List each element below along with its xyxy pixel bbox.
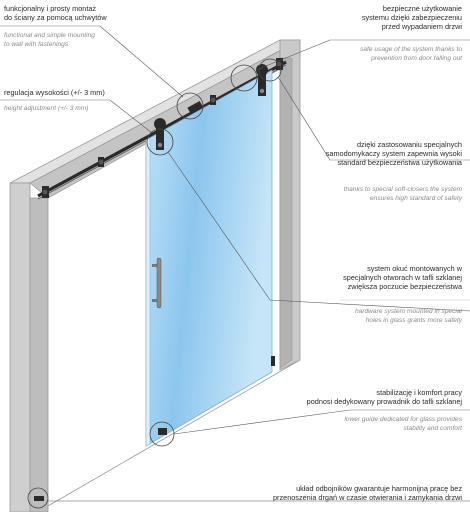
frame-front-left <box>9 182 31 512</box>
callout-fastening-pl: funkcjonalny i prosty montaż do ściany z… <box>4 4 107 22</box>
roller-arm <box>156 126 164 150</box>
separators <box>0 25 470 411</box>
callout-glass-holes-pl: system okuć montowanych w specjalnych ot… <box>343 264 462 291</box>
callout-safety-pl: bezpieczne użytkowanie systemu dzięki za… <box>361 4 462 31</box>
soft-closer <box>187 100 203 114</box>
roller-arm <box>258 72 266 96</box>
right-stopper <box>271 356 275 366</box>
detail-circle-roller <box>146 128 174 156</box>
callout-fastening-en: functional and simple mounting to wall w… <box>4 32 95 48</box>
callout-bumper-pl: układ odbojników gwarantuje harmonijną p… <box>273 484 462 502</box>
callout-soft-closer-pl: dzięki zastosowaniu specjalnych samodomy… <box>325 140 462 167</box>
callout-height-en: height adjustment (+/- 3 mm) <box>4 105 89 112</box>
door-handle <box>152 257 162 309</box>
lower-guide <box>158 428 167 435</box>
bolt-head <box>210 97 216 103</box>
detail-circle-soft-closer <box>258 58 282 82</box>
bolt-head <box>98 159 104 165</box>
callout-lower-guide-en: lower guide dedicated for glass provides… <box>344 416 462 432</box>
detail-circle-bumper <box>27 487 49 509</box>
glass-bolt <box>259 88 265 94</box>
detail-circles <box>27 58 282 509</box>
detail-circle-safety <box>230 64 258 92</box>
glass-edge <box>145 137 151 447</box>
wall-frame <box>9 39 301 512</box>
callout-safety-en: safe usage of the system thanks to preve… <box>360 46 462 62</box>
bolt-head <box>42 189 48 195</box>
floor-bumper <box>34 496 44 501</box>
frame-inner-left <box>29 197 49 512</box>
rollers <box>154 64 268 150</box>
glass-bolt <box>157 142 163 148</box>
callout-soft-closer-en: thanks to special soft-closers the syste… <box>343 186 462 202</box>
callout-height-pl: regulacja wysokości (+/- 3 mm) <box>4 88 105 97</box>
leader-glass-holes <box>167 151 470 312</box>
callout-lower-guide-pl: stabilizację i komfort pracy podnosi ded… <box>306 388 462 406</box>
detail-circle-fastening <box>176 92 204 120</box>
frame-right-inner <box>279 57 293 369</box>
callout-glass-holes-en: hardware system mounted in special holes… <box>354 308 462 324</box>
